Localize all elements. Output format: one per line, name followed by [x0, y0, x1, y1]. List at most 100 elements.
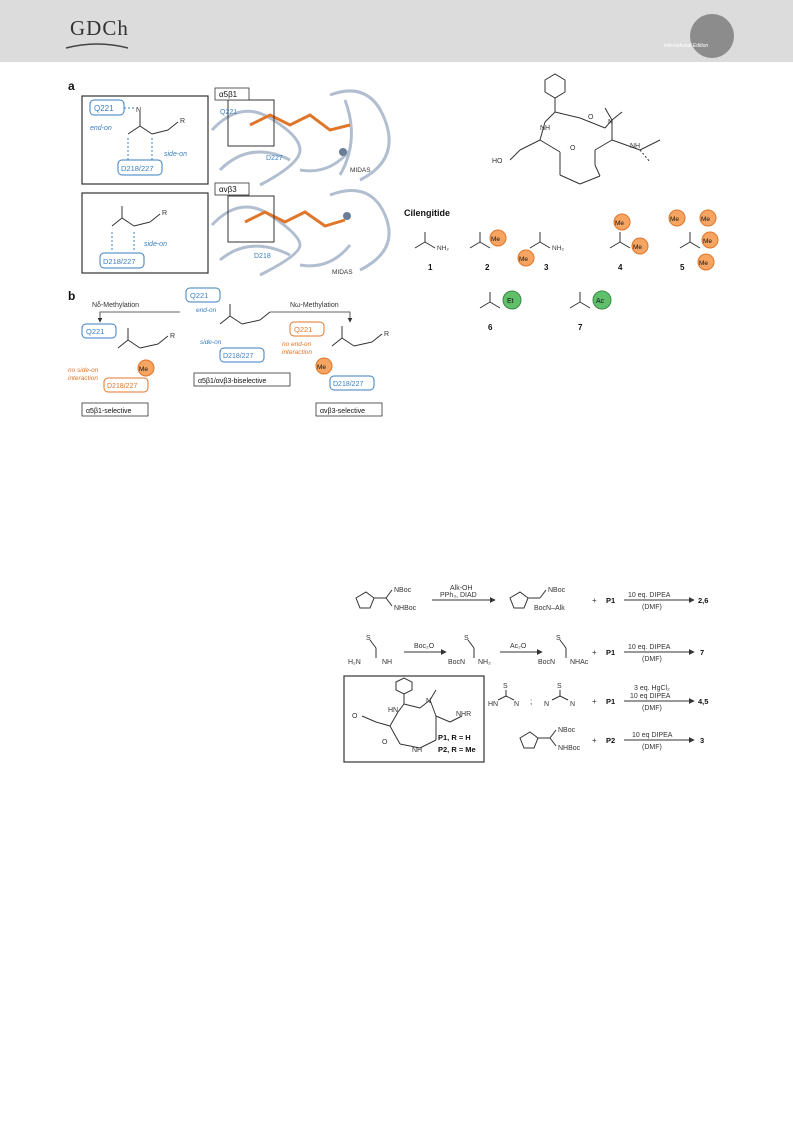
row2-s-2: S	[464, 635, 469, 642]
isothiourea-3	[559, 639, 567, 658]
protein-render-avb3	[210, 189, 391, 277]
compound-5-me-circle-1	[668, 209, 686, 227]
compound-4-me-circle-1	[613, 213, 631, 231]
row3-hn: HN	[488, 701, 498, 708]
end-on-label-b: end-on	[196, 307, 217, 314]
row4-result: 3	[700, 736, 704, 745]
cilengitide-structure	[509, 73, 661, 185]
compound-3-nh2: NH₂	[552, 245, 564, 252]
side-on-label: side-on	[164, 151, 187, 158]
ligand-sticks-a5b1	[249, 113, 351, 132]
row2-cond-bottom: (DMF)	[642, 656, 662, 663]
row3-n-2: N	[570, 701, 575, 708]
box-hn: HN	[388, 707, 398, 714]
pyrazole-reagent-2	[519, 729, 557, 749]
row3-p1: P1	[606, 697, 615, 706]
compound-6-et: Et	[507, 298, 514, 305]
row2-result: 7	[700, 648, 704, 657]
journal-header: GDCh International Edition	[0, 0, 793, 62]
p1-p2-structure	[361, 677, 463, 749]
row4-p2: P2	[606, 736, 615, 745]
row4-nhboc: NHBoc	[558, 745, 581, 752]
arrow-right	[270, 311, 353, 323]
compound-7-number: 7	[578, 323, 583, 332]
metal-ion-2	[343, 212, 351, 220]
synthesis-scheme: NBoc NHBoc Alk-OH PPh₃, DIAD NBoc BocN–A…	[343, 585, 708, 763]
side-on-label-2: side-on	[144, 241, 167, 248]
row1-plus: +	[592, 596, 597, 605]
side-on-label-b: side-on	[200, 339, 222, 346]
row2-nh2: NH₂	[478, 659, 491, 666]
compound-4-me-2: Me	[633, 244, 642, 251]
compound-3-number: 3	[544, 263, 549, 272]
a5b1-label: α5β1	[219, 90, 238, 99]
q221-box-b-right	[289, 321, 325, 337]
avb3-label: αvβ3	[219, 185, 237, 194]
cilengitide-o-2: O	[570, 145, 576, 152]
compound-5-number: 5	[680, 263, 685, 272]
metal-ion-1	[339, 148, 347, 156]
row1-nhboc: NHBoc	[394, 605, 417, 612]
compound-3-me: Me	[519, 256, 528, 263]
box-n: N	[426, 698, 431, 705]
row1-cond-top: 10 eq. DIPEA	[628, 592, 671, 599]
edition-badge-circle	[690, 14, 734, 58]
gdch-logo: GDCh	[70, 16, 129, 40]
compound-7	[569, 292, 591, 309]
me-label-b-left: Me	[139, 366, 148, 373]
compound-5-me-circle-4	[697, 253, 715, 271]
d218-227-box-2	[99, 252, 145, 269]
compound-3	[529, 232, 551, 249]
d218-227-box-b-right	[329, 375, 375, 391]
row4-plus: +	[592, 736, 597, 745]
row2-reagent-1: Boc₂O	[414, 643, 435, 650]
r-group-b-right: R	[384, 331, 389, 338]
compound-2-me: Me	[491, 236, 500, 243]
compound-4-number: 4	[618, 263, 623, 272]
row4-cond-top: 10 eq DIPEA	[632, 732, 673, 739]
row1-reagent-top: Alk-OH	[450, 585, 473, 592]
cilengitide-label: Cilengitide	[404, 208, 450, 218]
no-side-on-2: interaction	[68, 375, 98, 382]
p1-p2-structure-box	[343, 675, 485, 763]
row2-s-3: S	[556, 635, 561, 642]
row3-s-1: S	[503, 683, 508, 690]
biselective-box	[193, 372, 291, 387]
row3-cond-mid: 10 eq DIPEA	[630, 693, 671, 700]
compound-5	[679, 232, 701, 249]
compound-2-me-circle	[489, 229, 507, 247]
q221-box-b-left	[81, 323, 117, 339]
guanidine-b-left	[117, 328, 169, 349]
d218-227-label-b-left: D218/227	[107, 383, 137, 390]
row2-s-1: S	[366, 635, 371, 642]
row3-cond-bottom: (DMF)	[642, 705, 662, 712]
compound-5-me-4: Me	[699, 260, 708, 267]
row3-n-1: N	[544, 701, 549, 708]
row3-s-2: S	[557, 683, 562, 690]
zoom-box-a5b1	[227, 99, 275, 147]
n-omega-methylation: Nω-Methylation	[290, 302, 339, 309]
compound-5-me-1: Me	[670, 216, 679, 223]
row2-nhac: NHAc	[570, 659, 589, 666]
row2-nh: NH	[382, 659, 392, 666]
no-end-on-1: no end-on	[282, 341, 312, 348]
no-end-on-2: interaction	[282, 349, 312, 356]
q221-box-b-center	[185, 287, 221, 303]
compound-6-et-circle	[502, 290, 522, 310]
q221-label-1: Q221	[94, 104, 114, 113]
panel-a-label: a	[68, 79, 75, 93]
cilengitide-n: N	[608, 119, 613, 126]
compound-5-me-circle-2	[699, 209, 717, 227]
row1-reagent-bottom: PPh₃, DIAD	[440, 592, 477, 599]
row3-nh: N	[514, 701, 519, 708]
row2-bocn-1: BocN	[448, 659, 465, 666]
pyrazole-reagent-1	[355, 589, 393, 609]
cilengitide-ho: HO	[492, 158, 503, 165]
edition-label: International Edition	[664, 43, 709, 49]
compound-5-me-3: Me	[703, 238, 712, 245]
n-atom: N	[136, 107, 141, 114]
compound-1	[414, 232, 436, 249]
figure-1: a Q221 end-on N R side-on D218/227 α5β1 …	[68, 73, 719, 417]
compound-5-me-circle-3	[701, 231, 719, 249]
me-label-b-right: Me	[317, 364, 326, 371]
